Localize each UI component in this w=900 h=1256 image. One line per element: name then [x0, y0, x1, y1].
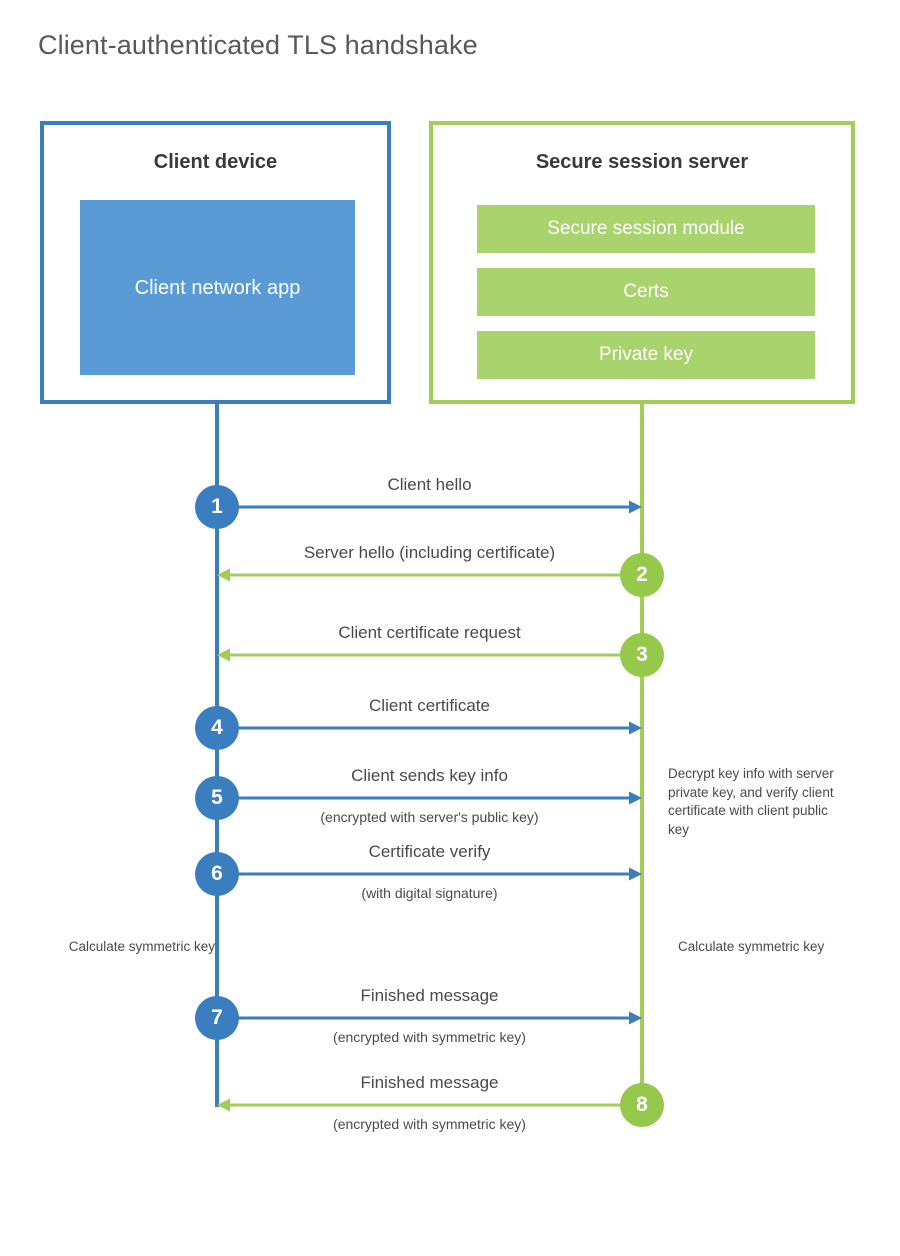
message-sublabel-5: (encrypted with server's public key) [320, 809, 539, 825]
message-arrow-2 [203, 563, 656, 587]
step-circle-8[interactable]: 8 [620, 1083, 664, 1127]
message-arrow-5 [203, 786, 656, 810]
step-circle-5[interactable]: 5 [195, 776, 239, 820]
step-circle-6[interactable]: 6 [195, 852, 239, 896]
step-circle-3[interactable]: 3 [620, 633, 664, 677]
note-server-decrypt: Decrypt key info with server private key… [668, 766, 834, 837]
server-component-secure-session-module: Secure session module [477, 205, 815, 253]
message-arrow-1 [203, 495, 656, 519]
secure-session-server-title: Secure session server [535, 151, 749, 173]
message-label-5: Client sends key info [351, 766, 508, 785]
message-sublabel-7: (encrypted with symmetric key) [333, 1029, 526, 1045]
message-label-6: Certificate verify [368, 842, 491, 861]
message-label-7: Finished message [360, 986, 499, 1005]
server-component-private-key: Private key [477, 331, 815, 379]
message-arrow-4 [203, 716, 656, 740]
message-label-2: Server hello (including certificate) [303, 543, 556, 562]
message-arrow-7 [203, 1006, 656, 1030]
server-component-certs: Certs [477, 268, 815, 316]
message-label-4: Client certificate [369, 696, 490, 715]
step-circle-1[interactable]: 1 [195, 485, 239, 529]
page-title: Client-authenticated TLS handshake [38, 30, 478, 60]
note-server-calculate-symmetric-key: Calculate symmetric key [678, 939, 825, 954]
message-label-8: Finished message [360, 1073, 499, 1092]
server-lifeline [640, 404, 644, 1105]
client-device-title: Client device [153, 151, 278, 173]
note-client-calculate-symmetric-key: Calculate symmetric key [68, 939, 215, 954]
message-arrow-6 [203, 862, 656, 886]
message-sublabel-8: (encrypted with symmetric key) [333, 1116, 526, 1132]
message-sublabel-6: (with digital signature) [361, 885, 498, 901]
message-label-3: Client certificate request [338, 623, 521, 642]
client-device-box: Client device Client network app [40, 121, 391, 404]
step-circle-7[interactable]: 7 [195, 996, 239, 1040]
message-arrow-8 [203, 1093, 656, 1117]
step-circle-4[interactable]: 4 [195, 706, 239, 750]
step-circle-2[interactable]: 2 [620, 553, 664, 597]
message-label-1: Client hello [387, 475, 472, 494]
client-lifeline [215, 404, 219, 1107]
secure-session-server-box: Secure session server Secure session mod… [429, 121, 855, 404]
client-network-app-block: Client network app [80, 200, 355, 375]
message-arrow-3 [203, 643, 656, 667]
